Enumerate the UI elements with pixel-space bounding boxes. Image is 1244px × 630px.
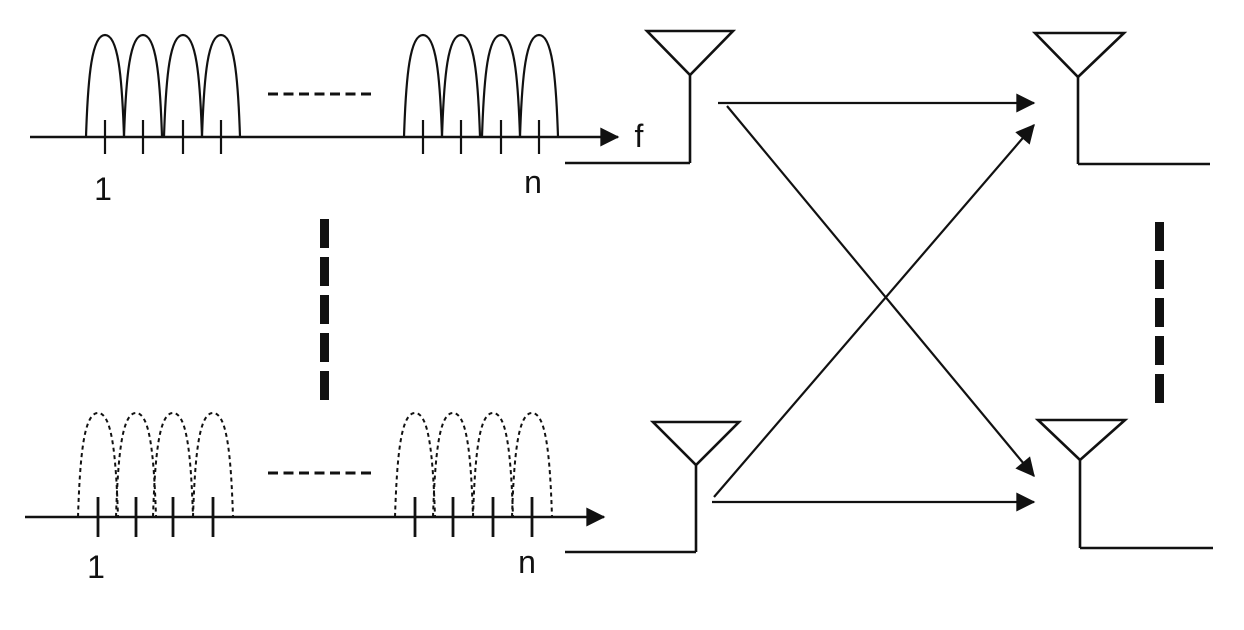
tx1-spectrum-subcarrier-lobe bbox=[200, 33, 242, 138]
vertical-ellipsis-right bbox=[1155, 222, 1164, 403]
channel-arrow-tx1-rx2 bbox=[726, 105, 1035, 478]
vertical-ellipsis-right-dash bbox=[1155, 374, 1164, 403]
vertical-ellipsis-right-dash bbox=[1155, 260, 1164, 289]
vertical-ellipsis-left bbox=[320, 219, 329, 400]
tx2-last-subcarrier-label: n bbox=[518, 544, 536, 580]
tx1-spectrum-subcarrier-lobe bbox=[402, 33, 444, 138]
receive-antenna-1-icon bbox=[1031, 31, 1210, 166]
receive-antenna-2-icon bbox=[1034, 418, 1213, 550]
vertical-ellipsis-left-dash bbox=[320, 295, 329, 324]
vertical-ellipsis-right-dash bbox=[1155, 336, 1164, 365]
tx1-spectrum-subcarrier-lobe bbox=[518, 33, 560, 138]
tx2-spectrum bbox=[25, 411, 606, 537]
tx2-first-subcarrier-label: 1 bbox=[87, 549, 105, 585]
vertical-ellipsis-left-dash bbox=[320, 371, 329, 400]
channel-arrow-tx2-rx1 bbox=[713, 123, 1035, 498]
transmit-antenna-1-icon bbox=[565, 29, 737, 165]
tx1-first-subcarrier-label: 1 bbox=[94, 171, 112, 207]
tx1-spectrum-subcarrier-lobe bbox=[84, 33, 126, 138]
tx1-spectrum-subcarrier-lobe bbox=[162, 33, 204, 138]
tx1-spectrum-subcarrier-lobe bbox=[440, 33, 482, 138]
tx1-spectrum bbox=[30, 33, 620, 154]
vertical-ellipsis-right-dash bbox=[1155, 222, 1164, 251]
vertical-ellipsis-right-dash bbox=[1155, 298, 1164, 327]
vertical-ellipsis-left-dash bbox=[320, 219, 329, 248]
vertical-ellipsis-left-dash bbox=[320, 333, 329, 362]
frequency-axis-label: f bbox=[635, 118, 644, 154]
tx1-spectrum-subcarrier-lobe bbox=[122, 33, 164, 138]
tx1-last-subcarrier-label: n bbox=[524, 164, 542, 200]
channel-links bbox=[712, 93, 1036, 512]
vertical-ellipsis-left-dash bbox=[320, 257, 329, 286]
tx1-spectrum-subcarrier-lobe bbox=[480, 33, 522, 138]
transmit-antenna-2-icon bbox=[565, 420, 743, 554]
